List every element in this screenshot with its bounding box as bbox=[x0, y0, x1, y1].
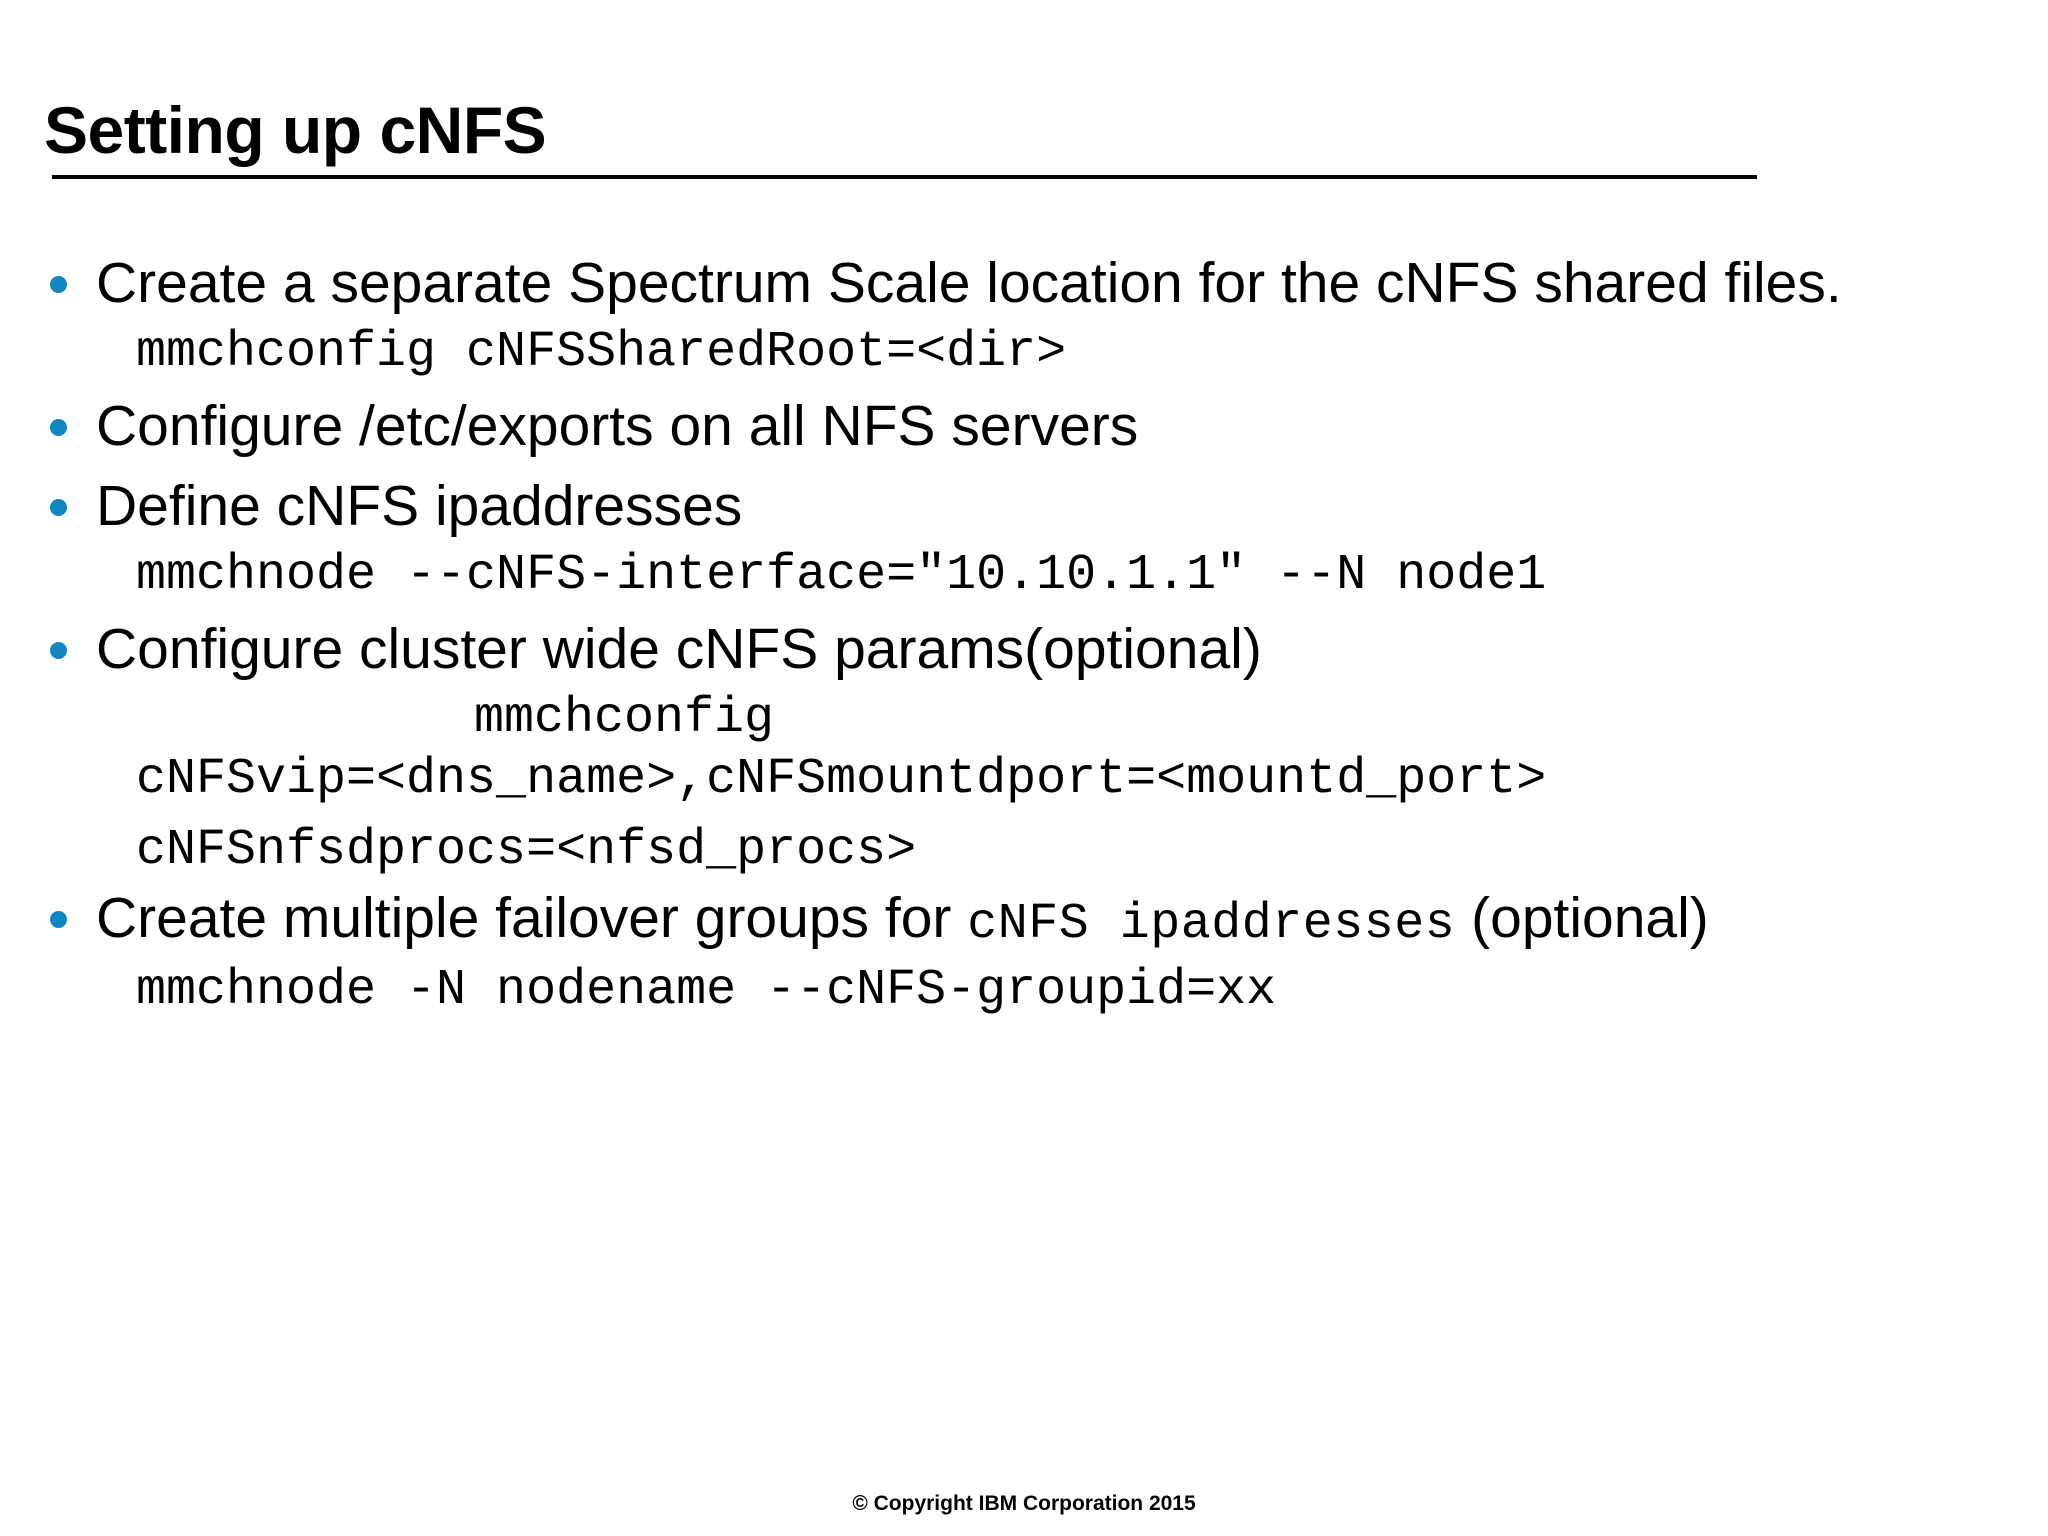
slide-title-block: Setting up cNFS bbox=[44, 93, 2004, 180]
list-item: Create multiple failover groups for cNFS… bbox=[44, 885, 2004, 954]
bullet-dot-icon bbox=[44, 473, 96, 521]
list-item: Configure cluster wide cNFS params(optio… bbox=[44, 616, 2004, 682]
bullet-text-4: Configure cluster wide cNFS params(optio… bbox=[96, 617, 1262, 682]
spacer bbox=[44, 461, 2004, 473]
bullet-text-2: Configure /etc/exports on all NFS server… bbox=[96, 394, 1139, 459]
code-line-cnfsvip: cNFSvip=<dns_name>,cNFSmountdport=<mount… bbox=[136, 751, 1547, 809]
list-item: Configure /etc/exports on all NFS server… bbox=[44, 393, 2004, 459]
code-line-mmchconfig-sharedroot: mmchconfig cNFSSharedRoot=<dir> bbox=[136, 324, 1067, 382]
bullet-text-1: Create a separate Spectrum Scale locatio… bbox=[96, 251, 1842, 315]
list-item: Create a separate Spectrum Scale locatio… bbox=[44, 250, 2004, 316]
slide-body: Create a separate Spectrum Scale locatio… bbox=[44, 250, 2004, 1031]
code-line-mmchconfig: mmchconfig bbox=[474, 690, 775, 748]
bullet-text-3: Define cNFS ipaddresses bbox=[96, 474, 743, 539]
bullet-dot-icon bbox=[44, 393, 96, 441]
code-line-mmchnode-groupid: mmchnode -N nodename --cNFS-groupid=xx bbox=[136, 962, 1277, 1020]
bullet-text-5: Create multiple failover groups for cNFS… bbox=[96, 885, 2004, 954]
bullet-dot-icon bbox=[44, 250, 96, 298]
bullet-text-5-tail: (optional) bbox=[1455, 886, 1709, 951]
bullet-text-5-mono: cNFS ipaddresses bbox=[967, 896, 1456, 954]
bullet-text-5-plain: Create multiple failover groups for bbox=[96, 886, 968, 951]
code-line-cnfsnfsdprocs: cNFSnfsdprocs=<nfsd_procs> bbox=[136, 822, 917, 880]
bullet-dot-icon bbox=[44, 885, 96, 933]
footer-copyright: © Copyright IBM Corporation 2015 bbox=[852, 1492, 1196, 1515]
bullet-dot-icon bbox=[44, 616, 96, 664]
list-item: Define cNFS ipaddresses bbox=[44, 473, 2004, 539]
code-line-mmchnode-interface: mmchnode --cNFS-interface="10.10.1.1" --… bbox=[136, 547, 1547, 605]
title-divider bbox=[52, 175, 1757, 180]
page-title: Setting up cNFS bbox=[44, 93, 547, 167]
